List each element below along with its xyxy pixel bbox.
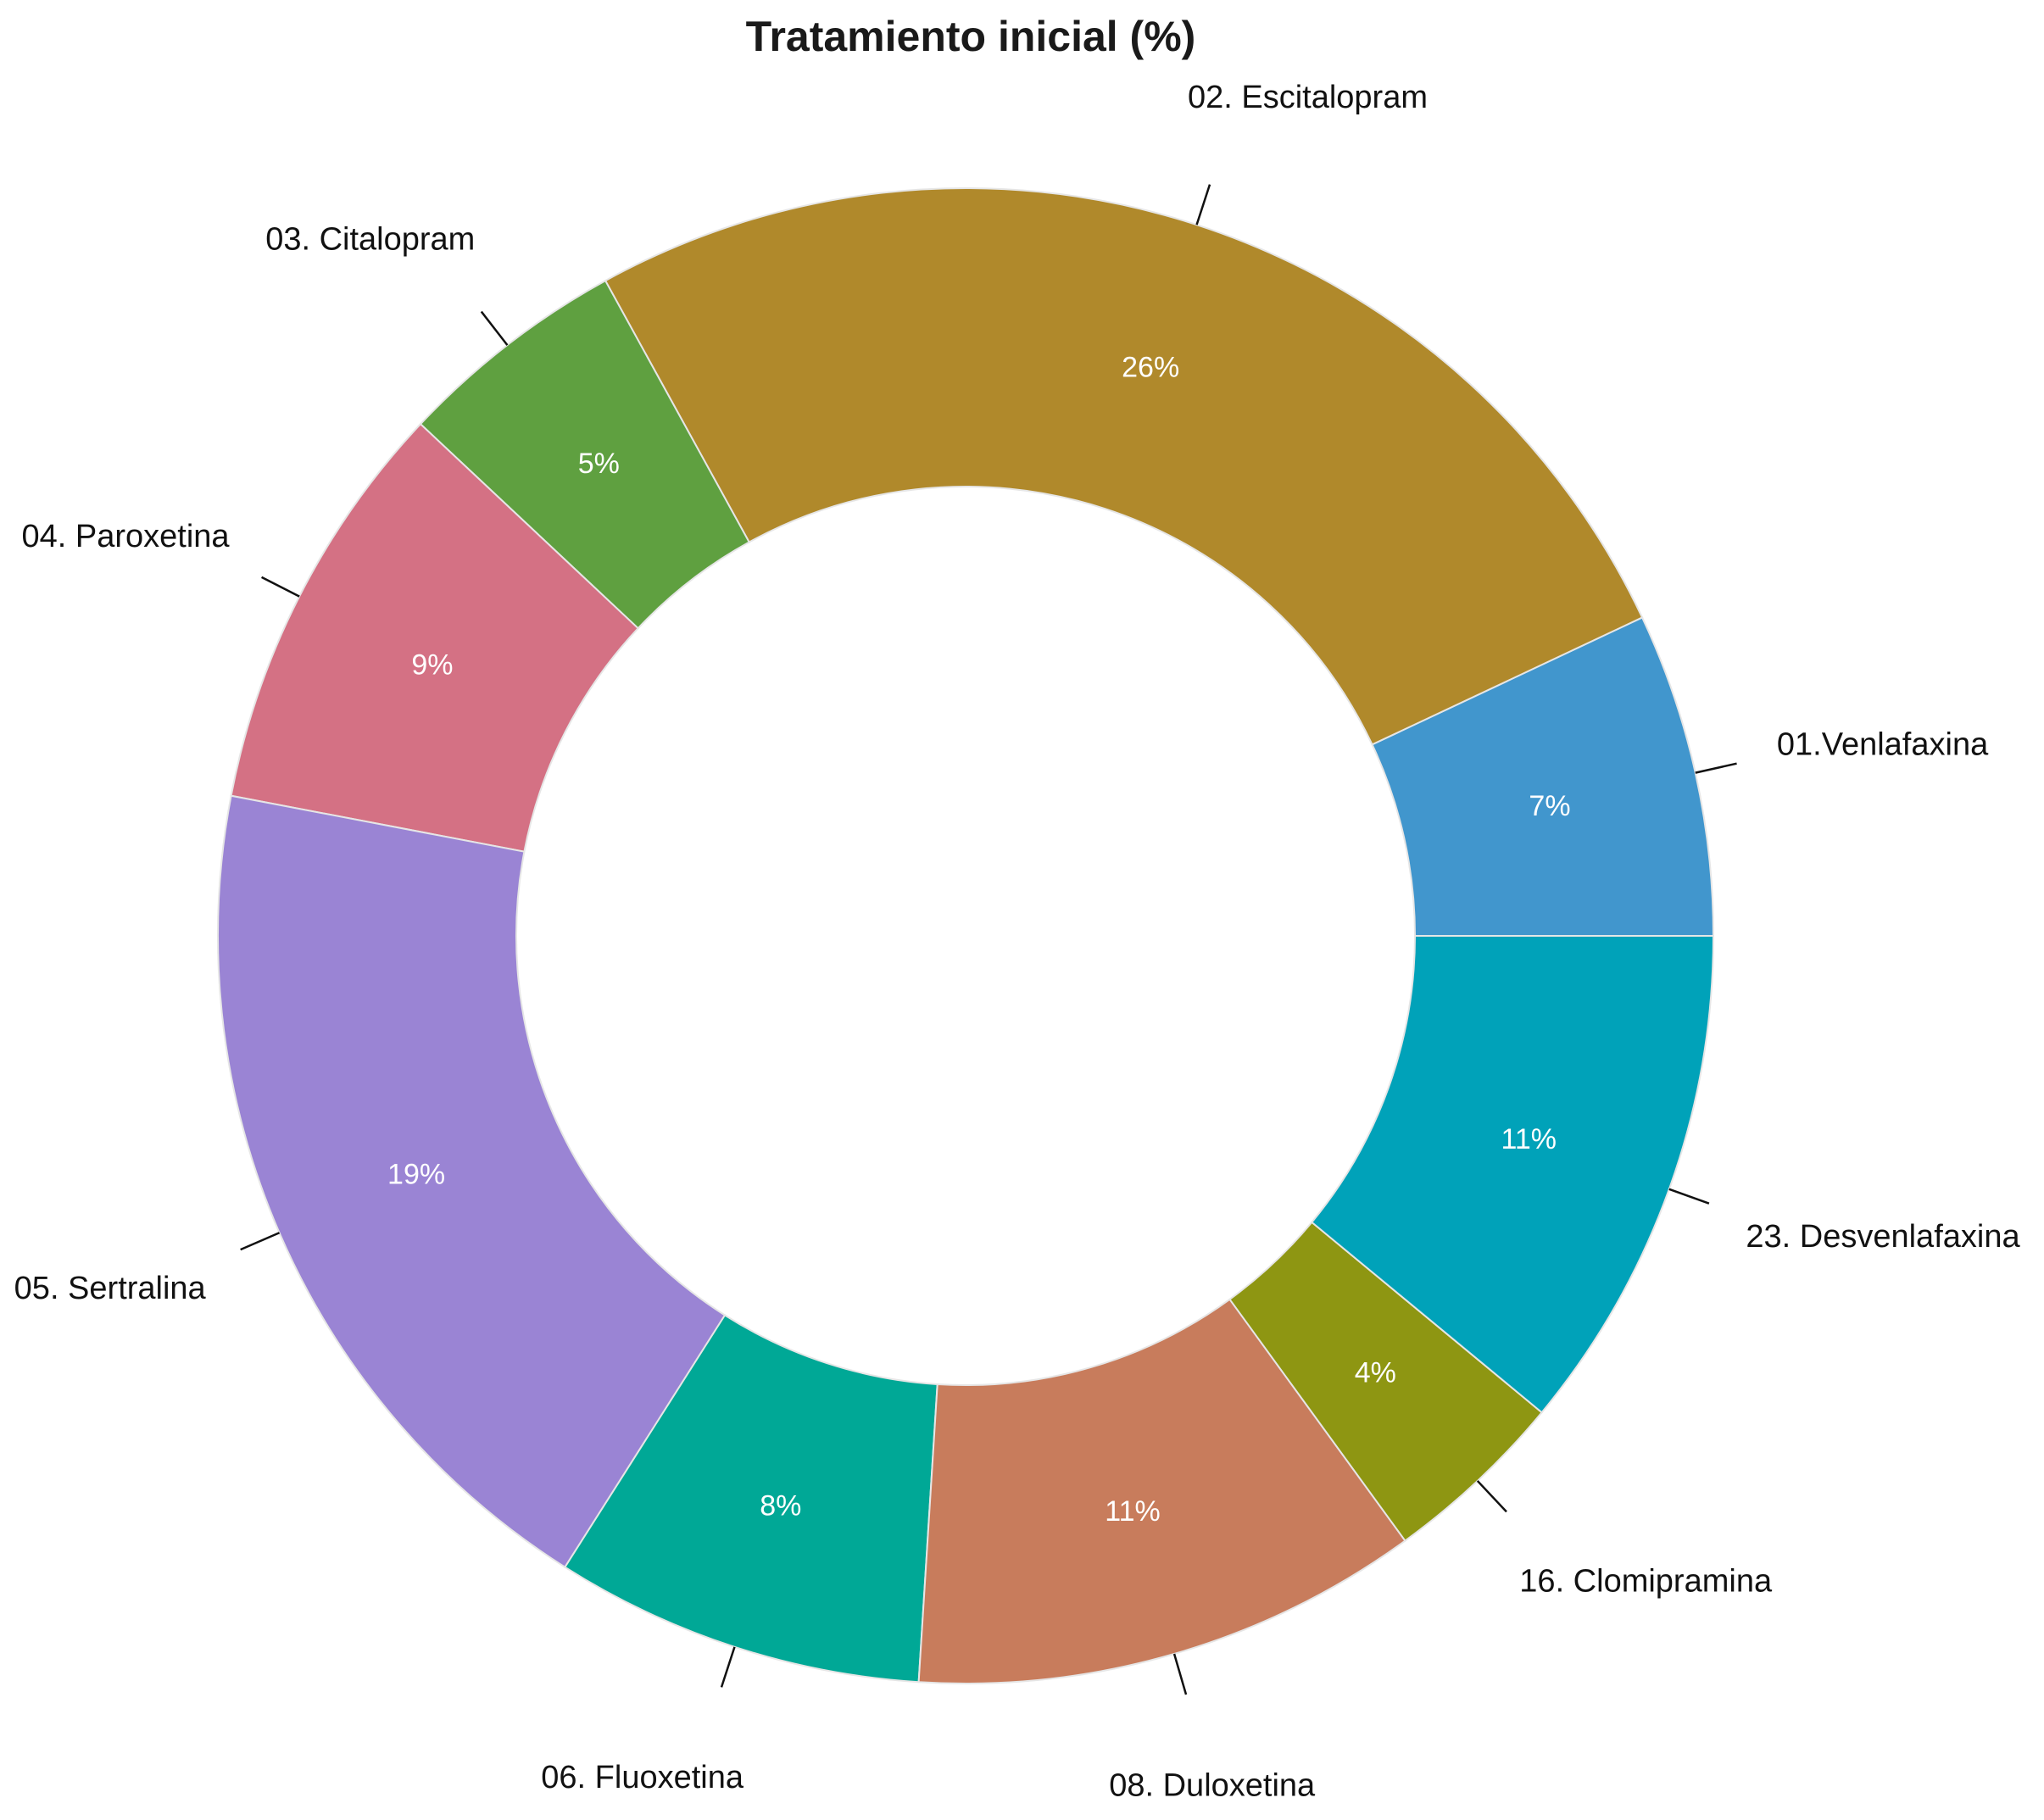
value-label-escitalopram: 26% xyxy=(1122,352,1179,384)
donut-slices xyxy=(217,187,1715,1684)
category-label-sertralina: 05. Sertralina xyxy=(14,1271,207,1306)
category-label-desvenlafaxina: 23. Desvenlafaxina xyxy=(1746,1219,2020,1255)
category-label-citalopram: 03. Citalopram xyxy=(265,222,475,258)
tick-escitalopram xyxy=(1195,184,1211,225)
value-label-fluoxetina: 8% xyxy=(760,1489,801,1522)
category-label-duloxetina: 08. Duloxetina xyxy=(1109,1768,1316,1804)
category-label-clomipramina: 16. Clomipramina xyxy=(1519,1564,1773,1600)
slice-sertralina xyxy=(217,794,727,1569)
category-label-fluoxetina: 06. Fluoxetina xyxy=(541,1760,744,1795)
value-label-citalopram: 5% xyxy=(578,448,620,480)
tick-sertralina xyxy=(240,1232,281,1251)
value-label-duloxetina: 11% xyxy=(1105,1495,1161,1528)
slice-desvenlafaxina xyxy=(1310,935,1715,1414)
tick-citalopram xyxy=(480,310,509,346)
tick-clomipramina xyxy=(1476,1480,1507,1513)
value-label-venlafaxina: 7% xyxy=(1529,790,1570,822)
value-label-sertralina: 19% xyxy=(387,1158,445,1190)
slice-escitalopram xyxy=(604,187,1644,746)
category-label-venlafaxina: 01.Venlafaxina xyxy=(1777,727,1989,763)
value-label-clomipramina: 4% xyxy=(1355,1357,1396,1389)
category-label-escitalopram: 02. Escitalopram xyxy=(1188,80,1428,115)
category-labels: 01.Venlafaxina 02. Escitalopram 03. Citalo… xyxy=(14,80,2021,1804)
tick-duloxetina xyxy=(1172,1653,1188,1695)
value-label-desvenlafaxina: 11% xyxy=(1501,1123,1557,1155)
slice-duloxetina xyxy=(917,1298,1406,1684)
tick-desvenlafaxina xyxy=(1668,1188,1710,1205)
tick-venlafaxina xyxy=(1695,762,1737,774)
tick-paroxetina xyxy=(261,576,300,598)
chart-title: Tratamiento inicial (%) xyxy=(745,13,1196,60)
slice-value-labels: 7% 26% 5% 9% 19% 8% 11% 4% 11% xyxy=(387,352,1571,1528)
slice-paroxetina xyxy=(230,422,640,853)
label-leader-ticks xyxy=(240,184,1737,1695)
tick-fluoxetina xyxy=(720,1646,736,1688)
category-label-paroxetina: 04. Paroxetina xyxy=(22,519,231,554)
value-label-paroxetina: 9% xyxy=(411,648,453,681)
